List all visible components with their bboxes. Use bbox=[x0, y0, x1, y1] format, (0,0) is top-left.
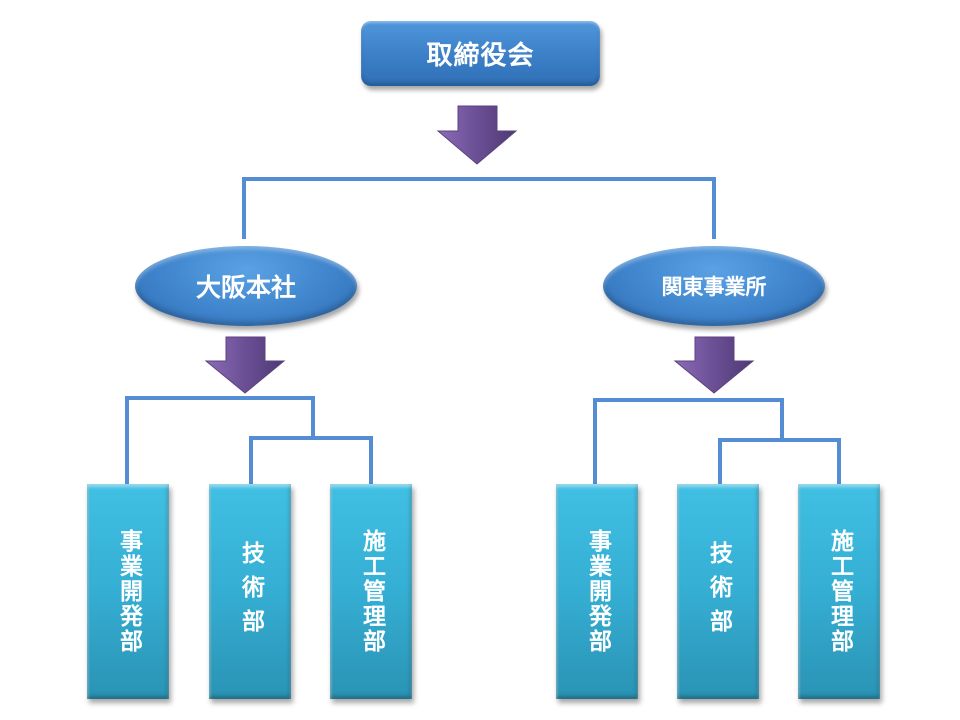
branch-node-kanto-office: 関東事業所 bbox=[603, 246, 825, 326]
department-label: 技術部 bbox=[237, 540, 264, 643]
department-node-kanto-business-development: 事業開発部 bbox=[556, 484, 638, 699]
connector-kanto-outer bbox=[593, 398, 784, 484]
department-label: 施工管理部 bbox=[826, 529, 853, 654]
down-arrow-icon bbox=[436, 105, 518, 165]
department-node-osaka-engineering: 技術部 bbox=[209, 484, 291, 699]
department-label: 技術部 bbox=[705, 540, 732, 643]
down-arrow-icon bbox=[673, 336, 755, 394]
branch-node-label: 大阪本社 bbox=[195, 273, 296, 302]
root-node-label: 取締役会 bbox=[426, 41, 535, 71]
branch-node-osaka-hq: 大阪本社 bbox=[135, 246, 357, 326]
connector-osaka-outer bbox=[125, 396, 315, 484]
department-label: 施工管理部 bbox=[358, 529, 385, 654]
connector-kanto-inner bbox=[718, 438, 841, 484]
department-label: 事業開発部 bbox=[584, 529, 611, 654]
department-node-kanto-construction-management: 施工管理部 bbox=[798, 484, 880, 699]
department-node-osaka-construction-management: 施工管理部 bbox=[330, 484, 412, 699]
department-label: 事業開発部 bbox=[115, 529, 142, 654]
connector-osaka-inner bbox=[249, 436, 373, 484]
down-arrow-icon bbox=[204, 336, 286, 394]
branch-node-label: 関東事業所 bbox=[661, 275, 767, 299]
connector-root-to-branches bbox=[242, 177, 716, 239]
root-node-board-of-directors: 取締役会 bbox=[361, 21, 600, 86]
department-node-kanto-engineering: 技術部 bbox=[677, 484, 759, 699]
department-node-osaka-business-development: 事業開発部 bbox=[87, 484, 169, 699]
